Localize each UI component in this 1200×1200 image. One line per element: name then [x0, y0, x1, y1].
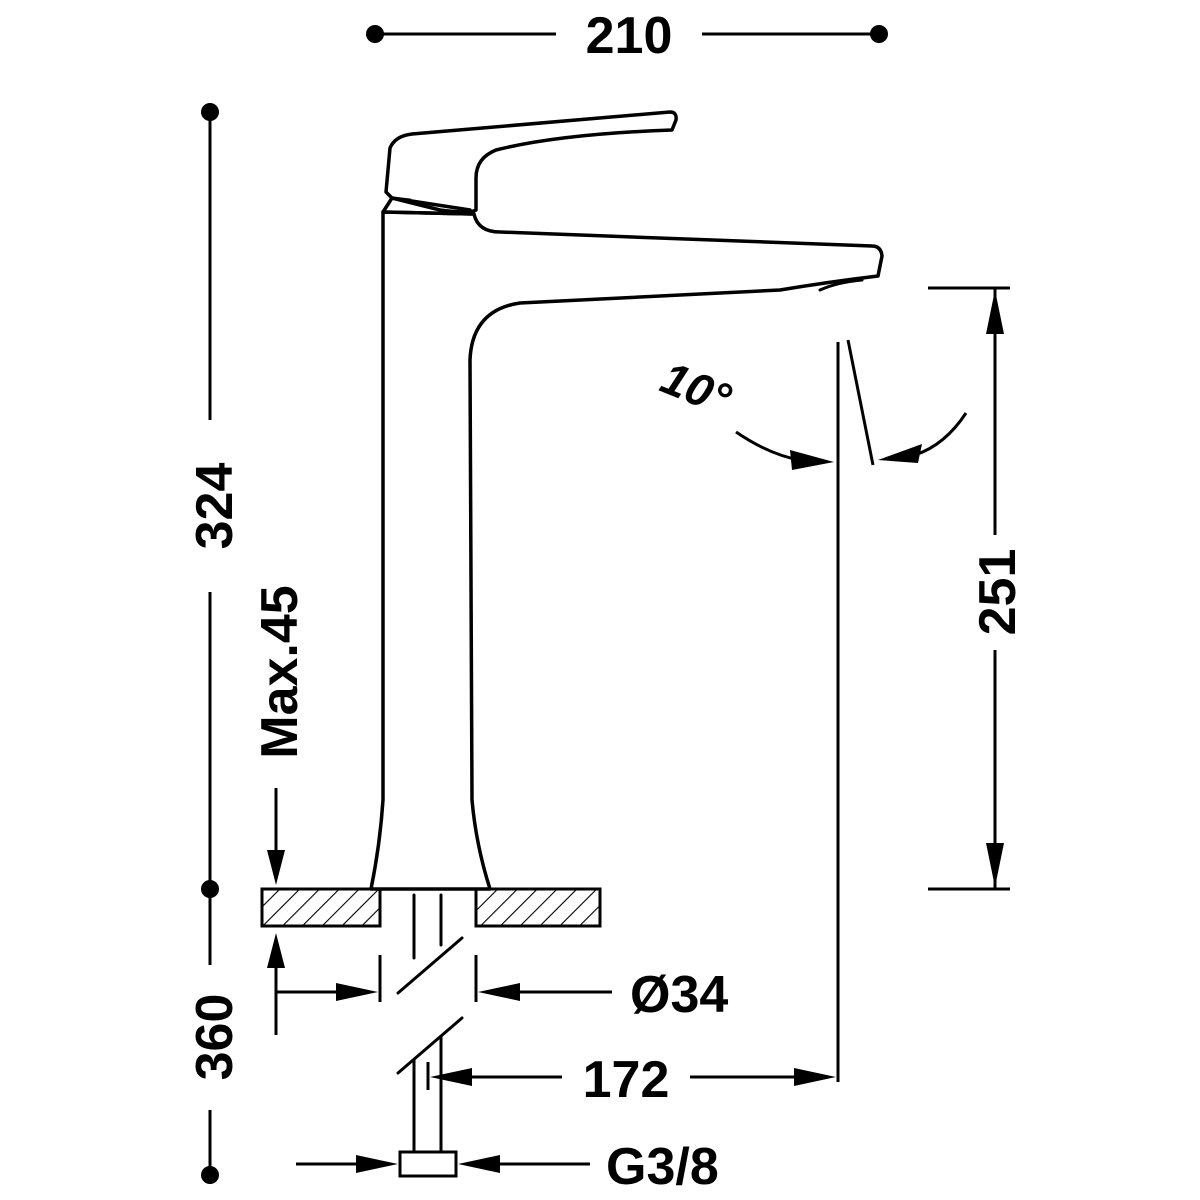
dimension-counter-thickness: Max.45	[251, 585, 309, 1035]
label-total-width: 210	[586, 7, 673, 65]
dimension-total-width: 210	[366, 7, 888, 65]
faucet-body	[369, 110, 884, 891]
faucet-handle	[384, 110, 678, 214]
dimension-spout-reach: 172	[426, 1051, 836, 1109]
dimension-left-vertical: 324 360	[186, 103, 244, 1184]
dimension-connection-thread: G3/8	[296, 1138, 719, 1196]
dimension-hole-diameter: Ø34	[276, 955, 728, 1024]
label-below-counter-length: 360	[186, 994, 244, 1081]
label-spout-reach: 172	[583, 1051, 670, 1109]
faucet-spout-body	[369, 210, 884, 891]
countertop	[260, 887, 602, 928]
label-connection-thread: G3/8	[606, 1138, 719, 1196]
label-max-counter-thickness: Max.45	[251, 585, 309, 758]
dimension-handle-angle: 10°	[654, 339, 968, 470]
label-spout-height: 251	[969, 549, 1027, 636]
label-hole-diameter: Ø34	[630, 966, 728, 1024]
label-handle-angle: 10°	[654, 351, 739, 425]
dimension-spout-height: 251	[928, 286, 1027, 891]
faucet-shank	[396, 893, 464, 1178]
label-height-above-counter: 324	[186, 463, 244, 550]
